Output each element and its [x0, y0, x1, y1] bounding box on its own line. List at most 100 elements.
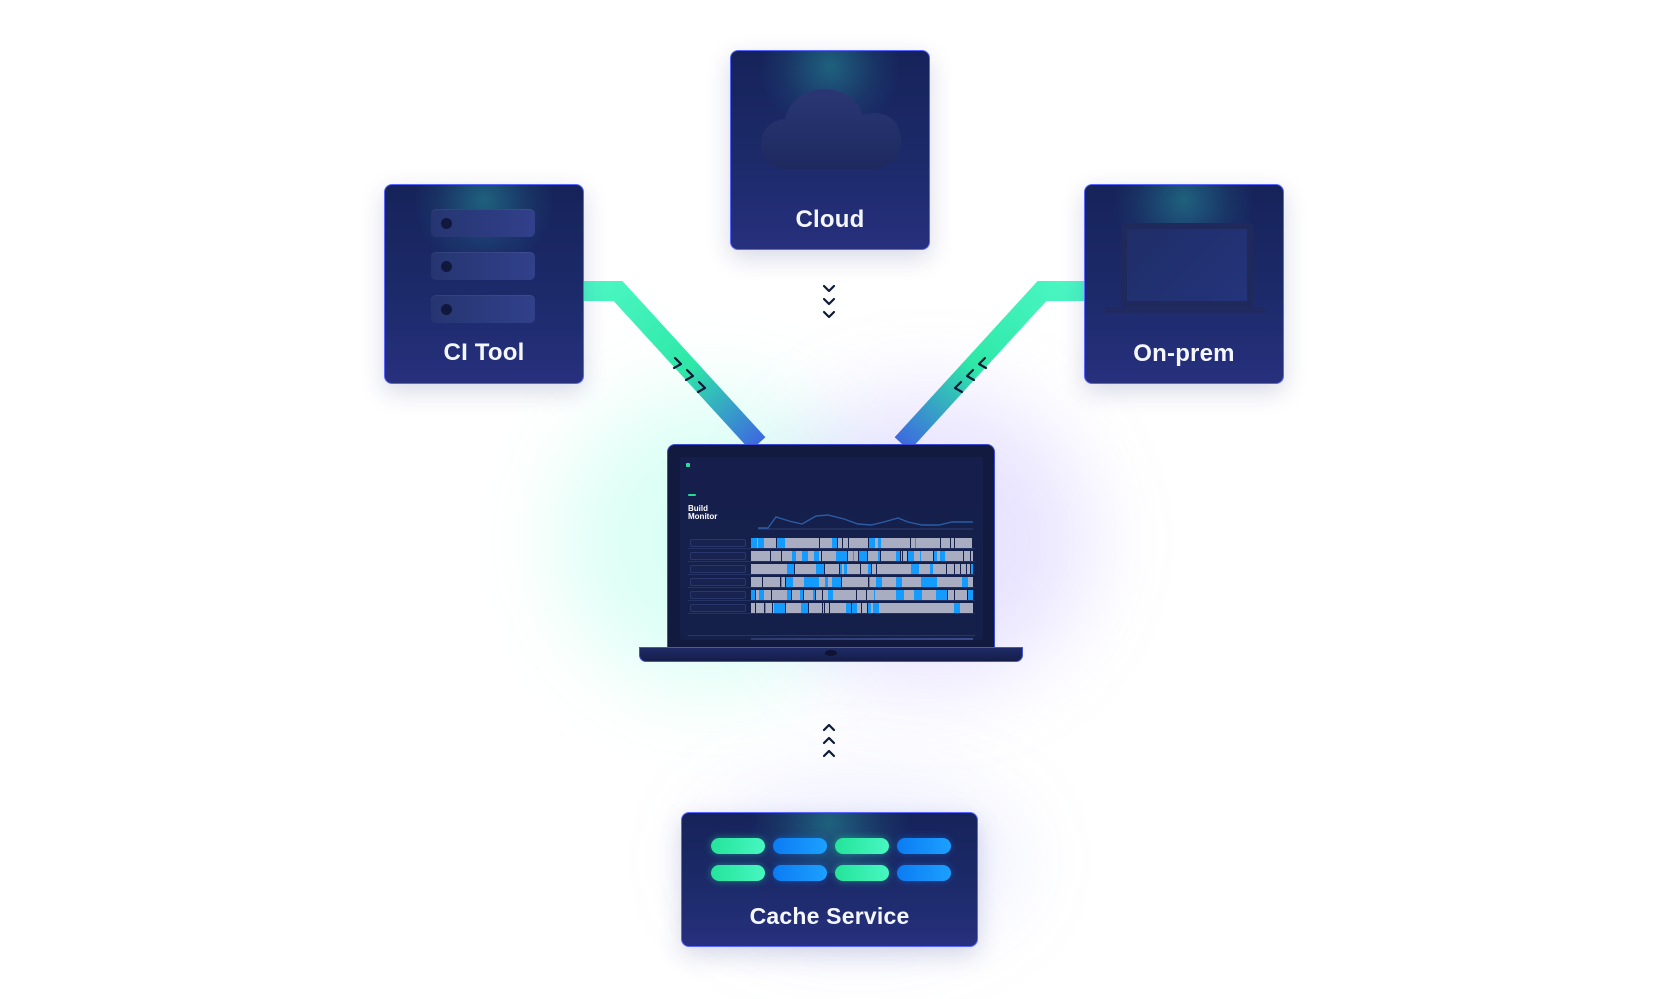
screen-bar-segment: [832, 551, 836, 561]
screen-bar-segment: [862, 603, 867, 613]
screen-bar-segment: [828, 577, 832, 587]
cache-block-blue-2: [897, 838, 951, 854]
screen-row-bars: [751, 590, 973, 600]
screen-bar-segment: [846, 603, 851, 613]
screen-bar-segment: [766, 603, 772, 613]
on-prem-label: On-prem: [1133, 340, 1235, 367]
screen-bar-segment: [770, 564, 771, 574]
screen-bar-segment: [927, 603, 934, 613]
on-prem-tile[interactable]: On-prem: [1084, 184, 1284, 384]
screen-bar-segment: [868, 603, 871, 613]
cloud-icon: [761, 89, 901, 169]
screen-bar-segment: [960, 603, 968, 613]
screen-row[interactable]: [688, 537, 975, 549]
screen-bar-segment: [772, 538, 776, 548]
screen-bar-segment: [881, 551, 884, 561]
screen-bar-segment: [763, 577, 767, 587]
screen-bar-segment: [870, 577, 876, 587]
screen-row[interactable]: [688, 563, 975, 575]
screen-bar-segment: [895, 603, 903, 613]
screen-bar-segment: [942, 590, 947, 600]
screen-bar-segment: [903, 603, 909, 613]
screen-subnav: [688, 491, 975, 499]
screen-bar-segment: [886, 564, 891, 574]
screen-bar-segment: [837, 603, 838, 613]
screen-bar-segment: [789, 538, 790, 548]
screen-bar-segment: [914, 603, 922, 613]
cloud-label: Cloud: [795, 206, 865, 233]
row-divider: [688, 600, 975, 601]
screen-bar-segment: [855, 577, 861, 587]
screen-bar-segment: [885, 590, 888, 600]
screen-bar-segment: [833, 590, 838, 600]
screen-bar-segment: [833, 603, 837, 613]
screen-bar-segment: [812, 577, 819, 587]
screen-bar-segment: [875, 590, 878, 600]
screen-bar-segment: [871, 603, 872, 613]
cache-block-green-3: [711, 865, 765, 881]
screen-bar-segment: [883, 577, 891, 587]
screen-tab[interactable]: [688, 494, 696, 496]
ci-tool-tile[interactable]: CI Tool: [384, 184, 584, 384]
screen-bar-segment: [893, 564, 899, 574]
screen-bar-segment: [812, 590, 813, 600]
screen-bar-segment: [925, 564, 930, 574]
screen-bar-segment: [939, 564, 942, 574]
screen-bar-segment: [797, 538, 803, 548]
screen-bar-segment: [810, 564, 816, 574]
screen-bar-segment: [848, 551, 853, 561]
screen-bar-segment: [901, 551, 902, 561]
screen-bar-segment: [796, 577, 804, 587]
screen-bar-segment: [824, 538, 831, 548]
screen-bar-segment: [869, 538, 875, 548]
flow-arrows-right: [953, 356, 988, 394]
screen-bar-segment: [889, 538, 895, 548]
cloud-tile[interactable]: Cloud: [730, 50, 930, 250]
screen-bar-segment: [922, 603, 924, 613]
screen-bar-segment: [793, 603, 798, 613]
screen-row-bars: [751, 551, 973, 561]
screen-bar-segment: [823, 603, 824, 613]
laptop-hinge-notch: [825, 650, 837, 656]
screen-bar-segment: [863, 590, 866, 600]
screen-bar-segment: [888, 603, 892, 613]
screen-bar-segment: [831, 538, 832, 548]
screen-bar-segment: [942, 577, 950, 587]
screen-bar-segment: [868, 564, 871, 574]
screen-row[interactable]: [688, 589, 975, 601]
screen-bar-segment: [896, 590, 904, 600]
cache-service-tile[interactable]: Cache Service: [681, 812, 978, 947]
screen-bar-segment: [778, 603, 779, 613]
screen-nav: [688, 477, 975, 487]
screen-bar-segment: [881, 538, 889, 548]
screen-bar-segment: [870, 551, 878, 561]
screen-bar-segment: [872, 564, 873, 574]
screen-bar-segment: [832, 564, 834, 574]
screen-row-label: [690, 578, 746, 586]
screen-bar-segment: [873, 603, 879, 613]
cache-service-label: Cache Service: [749, 903, 910, 929]
screen-bar-segment: [950, 551, 953, 561]
screen-row[interactable]: [688, 576, 975, 588]
screen-bar-segment: [873, 564, 874, 574]
screen-bar-segment: [941, 538, 947, 548]
screen-bar-segment: [751, 551, 757, 561]
screen-bar-segment: [891, 564, 893, 574]
screen-bar-segment: [774, 603, 778, 613]
screen-bar-segment: [758, 538, 764, 548]
screen-bar-segment: [772, 577, 780, 587]
screen-bar-segment: [939, 538, 940, 548]
screen-bar-segment: [915, 538, 916, 548]
screen-row[interactable]: [688, 550, 975, 562]
screen-bar-segment: [971, 551, 973, 561]
screen-bar-segment: [773, 603, 774, 613]
screen-bar-segment: [921, 577, 929, 587]
screen-bar-segment: [852, 603, 857, 613]
screen-bar-segment: [940, 551, 945, 561]
screen-bar-segment: [875, 538, 878, 548]
screen-bar-segment: [942, 564, 946, 574]
build-monitor-laptop[interactable]: Build Monitor: [639, 444, 1023, 666]
screen-row[interactable]: [688, 602, 975, 614]
